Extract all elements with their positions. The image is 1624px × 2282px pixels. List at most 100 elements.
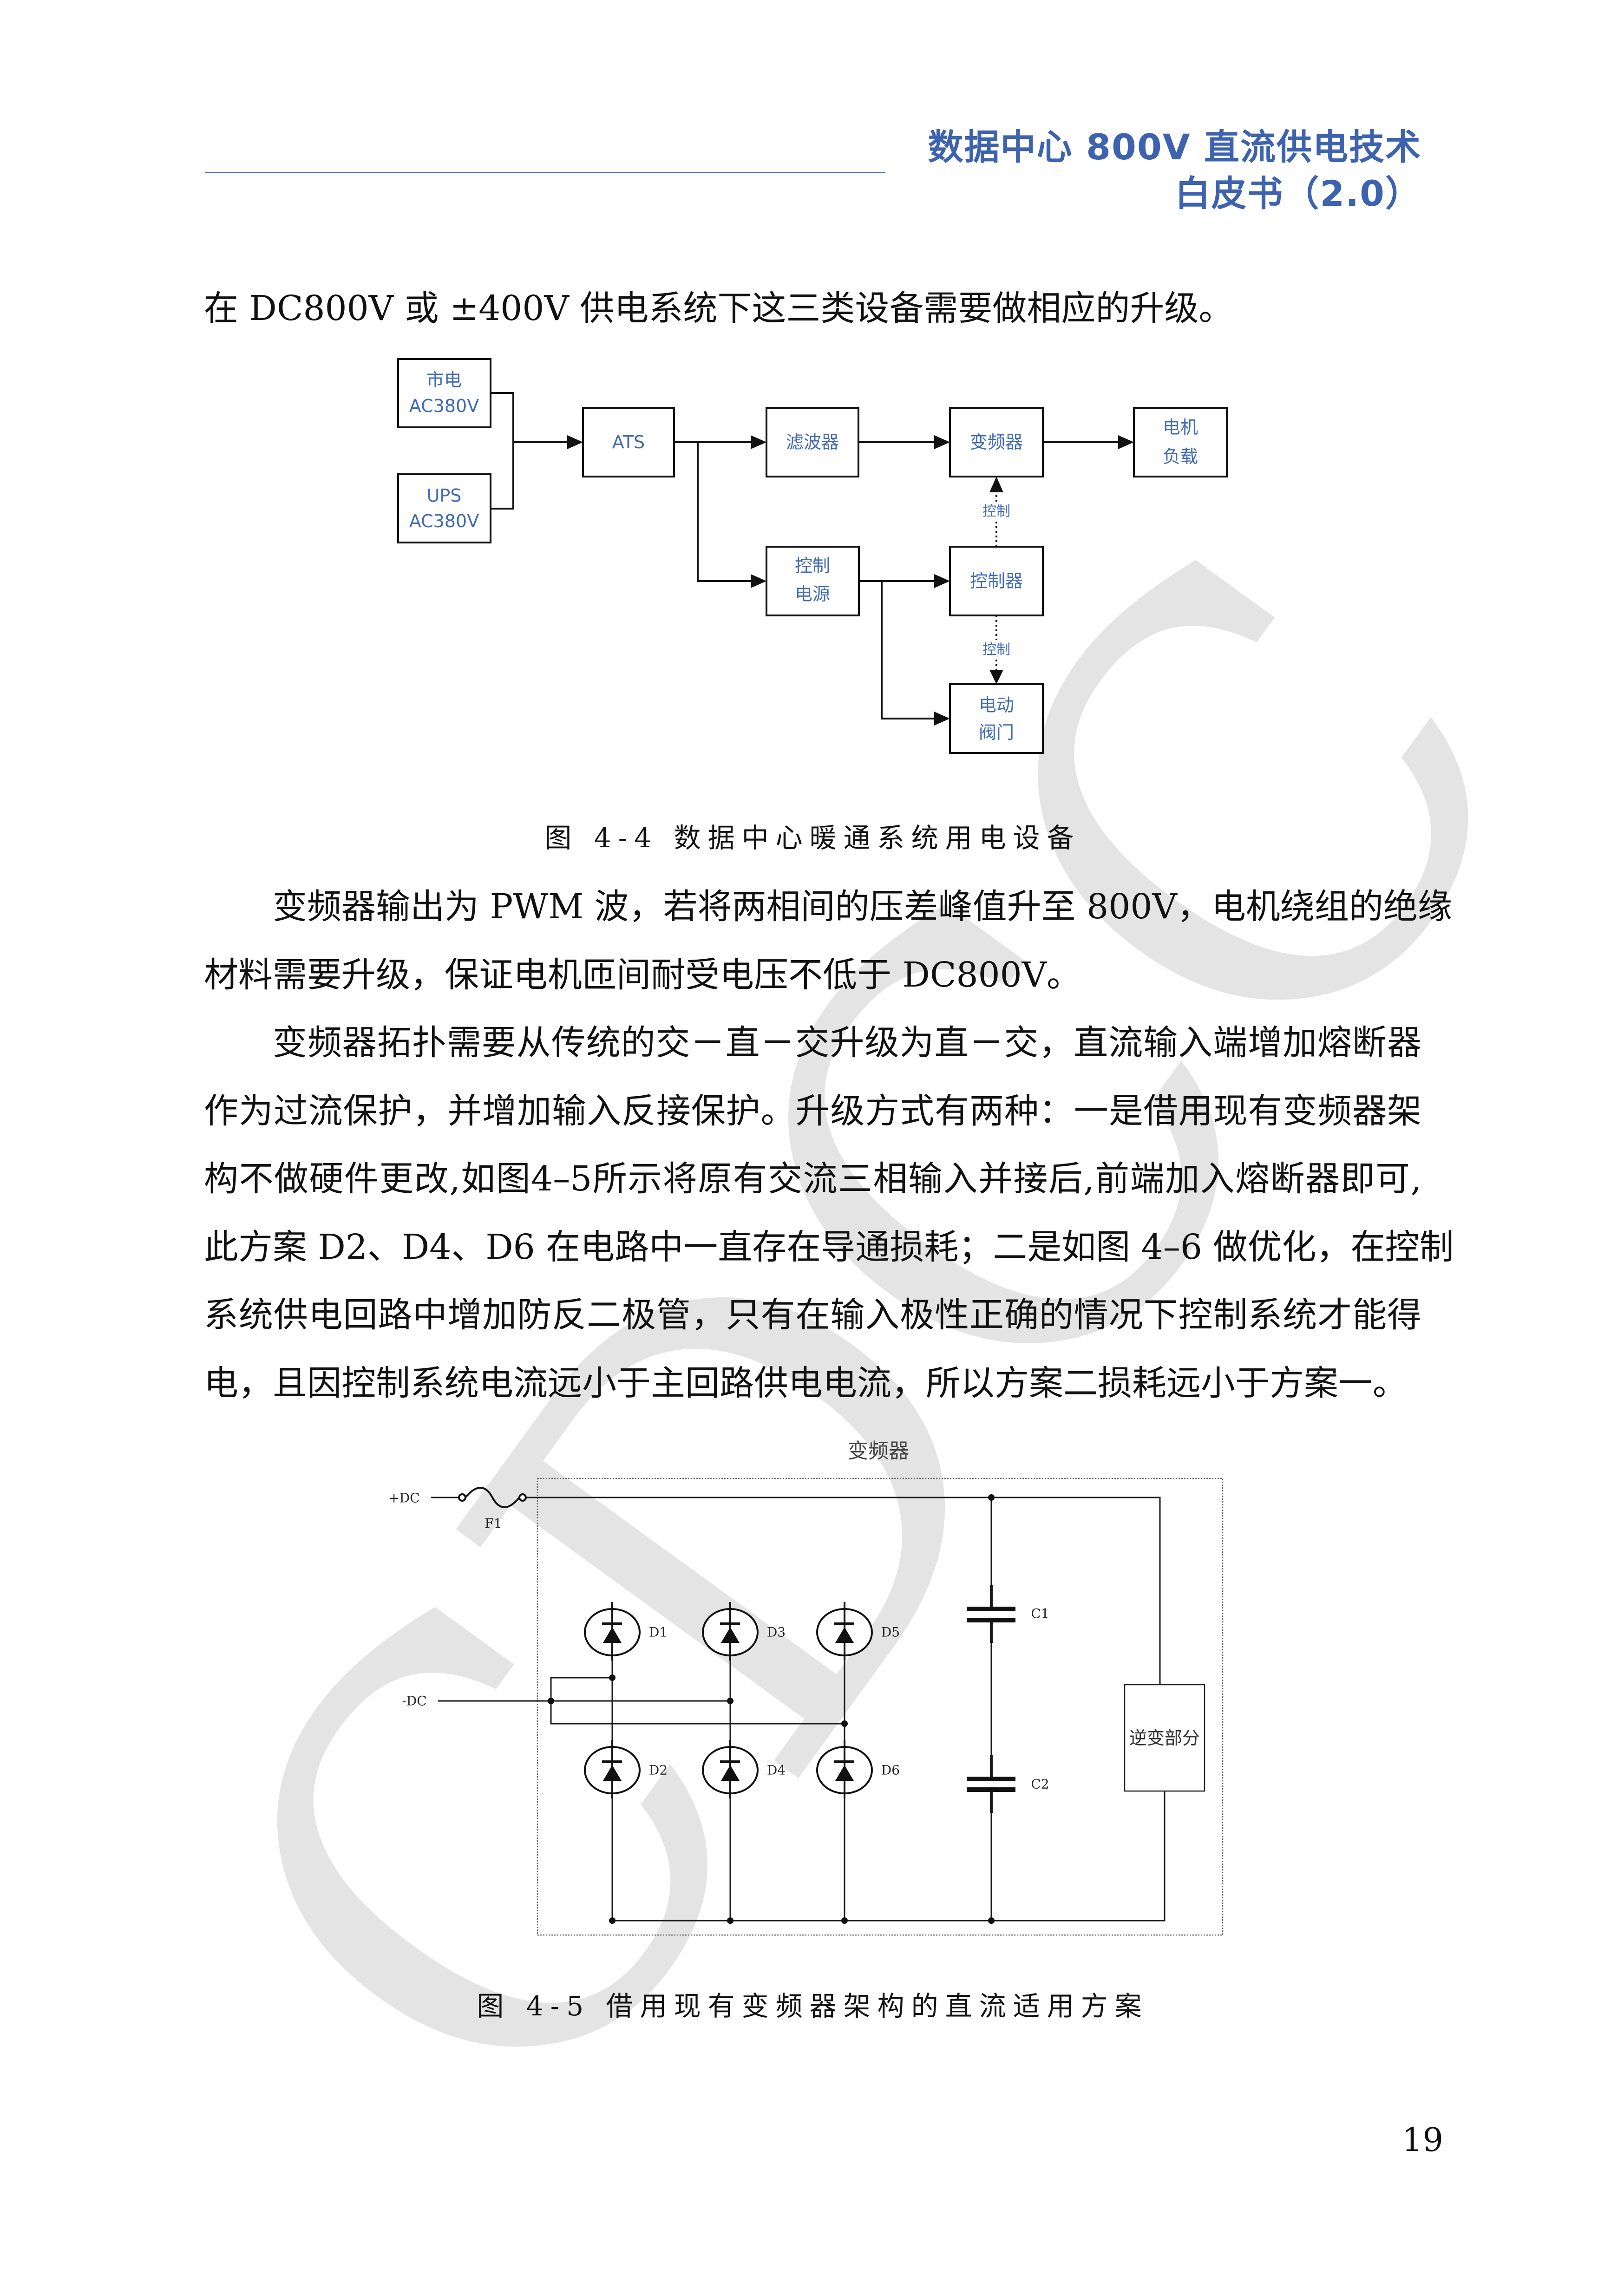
box-control-power — [766, 546, 860, 616]
junction-dot-bottom-3 — [841, 1917, 848, 1924]
box-filter-label: 滤波器 — [786, 432, 839, 452]
box-mains — [397, 358, 491, 428]
wire-control-power-to-valve — [881, 581, 935, 719]
box-mains-label-1: 市电 — [426, 370, 462, 390]
cap-c1-plate-top — [967, 1607, 1015, 1611]
cap-c1-label: C1 — [1031, 1606, 1049, 1622]
paragraph-1: 变频器输出为 PWM 波，若将两相间的压差峰值升至 800V，电机绕组的绝缘 材… — [204, 873, 1452, 1009]
junction-dot-d5 — [841, 1720, 848, 1727]
junction-dot-bottom-cap — [988, 1917, 995, 1924]
arrow-to-valve — [934, 712, 950, 726]
paragraph-2-line-4: 此方案 D2、D4、D6 在电路中一直存在导通损耗；二是如图 4–6 做优化，在… — [204, 1227, 1454, 1267]
diode-d6-cathode-bar — [834, 1760, 854, 1763]
diode-d3-arrow-icon — [721, 1627, 740, 1643]
junction-dot-d1 — [609, 1674, 616, 1681]
fuse-terminal-left — [458, 1493, 466, 1502]
plus-dc-bus — [526, 1497, 1161, 1685]
box-motor-label-2: 负载 — [1163, 446, 1198, 467]
box-vfd — [949, 407, 1044, 477]
arrow-to-filter — [751, 435, 766, 449]
junction-dot-minus-dc-d3 — [727, 1698, 733, 1704]
box-ups-label-1: UPS — [427, 485, 462, 506]
header-title-line-1: 数据中心 800V 直流供电技术 — [928, 126, 1421, 168]
diode-d5-label: D5 — [881, 1625, 900, 1640]
inverter-label: 逆变部分 — [1129, 1728, 1200, 1748]
diode-d6-arrow-icon — [835, 1765, 854, 1781]
diode-d6-label: D6 — [881, 1763, 900, 1778]
vfd-boundary-box — [537, 1478, 1224, 1936]
diode-d2 — [584, 1740, 641, 1798]
wire-sources-merge — [491, 392, 514, 510]
diode-d6 — [816, 1740, 873, 1798]
intro-line: 在 DC800V 或 ±400V 供电系统下这三类设备需要做相应的升级。 — [204, 288, 1233, 328]
figure-4-5-circuit: 变频器 +DC F1 -DC — [388, 1439, 1224, 1936]
diode-d4-arrow-icon — [721, 1765, 740, 1781]
arrow-to-controller — [934, 574, 950, 588]
arrow-to-motor — [1118, 435, 1134, 449]
diode-d4-cathode-bar — [720, 1760, 740, 1763]
diode-d5 — [816, 1602, 873, 1661]
cap-c2-plate-bottom — [967, 1787, 1015, 1792]
diode-d3-label: D3 — [767, 1625, 786, 1640]
diode-d2-arrow-icon — [603, 1765, 622, 1781]
control-label-valve: 控制 — [982, 642, 1010, 658]
diode-d5-cathode-bar — [834, 1622, 854, 1625]
paragraph-2-line-1: 变频器拓扑需要从传统的交－直－交升级为直－交，直流输入端增加熔断器 — [273, 1023, 1421, 1063]
diode-d5-arrow-icon — [835, 1627, 854, 1643]
diode-d2-label: D2 — [649, 1763, 668, 1778]
arrow-control-to-valve — [989, 670, 1003, 684]
junction-dot-minus-dc-left — [548, 1698, 554, 1704]
junction-dot-cap-top — [988, 1494, 995, 1501]
minus-dc-label: -DC — [402, 1694, 426, 1709]
arrow-to-control-power — [751, 574, 766, 588]
box-motor-label-1: 电机 — [1163, 417, 1198, 438]
arrow-to-ats — [567, 435, 583, 449]
fuse-label: F1 — [485, 1516, 502, 1531]
box-ats — [582, 407, 675, 477]
box-controller — [949, 546, 1044, 616]
box-motor — [1133, 407, 1228, 477]
box-mains-label-2: AC380V — [409, 396, 479, 416]
diode-d3 — [702, 1602, 759, 1661]
figure-4-4-caption: 图 4-4 数据中心暖通系统用电设备 — [544, 822, 1081, 854]
arrow-to-vfd — [934, 435, 950, 449]
diode-d1-arrow-icon — [603, 1627, 622, 1643]
paragraph-1-line-1: 变频器输出为 PWM 波，若将两相间的压差峰值升至 800V，电机绕组的绝缘 — [273, 887, 1452, 927]
fuse-terminal-right — [518, 1493, 527, 1502]
cap-c2-plate-top — [967, 1777, 1015, 1781]
box-controller-label: 控制器 — [970, 571, 1023, 591]
cap-c1-plate-bottom — [967, 1618, 1015, 1622]
paragraph-2-line-2: 作为过流保护，并增加输入反接保护。升级方式有两种：一是借用现有变频器架 — [204, 1091, 1421, 1131]
box-ats-label: ATS — [612, 432, 645, 452]
box-ups-label-2: AC380V — [409, 511, 479, 531]
fuse-icon — [465, 1487, 520, 1508]
negative-bus — [612, 1791, 1166, 1922]
wire-ats-to-control-power — [697, 442, 751, 582]
intro-paragraph: 在 DC800V 或 ±400V 供电系统下这三类设备需要做相应的升级。 — [204, 275, 1421, 343]
diode-d1-cathode-bar — [602, 1622, 622, 1625]
paragraph-2-line-6: 电，且因控制系统电流远小于主回路供电电流，所以方案二损耗远小于方案一。 — [204, 1363, 1407, 1403]
body-paragraphs: 变频器输出为 PWM 波，若将两相间的压差峰值升至 800V，电机绕组的绝缘 材… — [204, 873, 1454, 1417]
box-valve-label-1: 电动 — [979, 695, 1014, 715]
diode-d1 — [584, 1602, 641, 1661]
box-control-power-label-1: 控制 — [795, 556, 830, 576]
junction-dot-bottom-1 — [609, 1917, 616, 1924]
box-filter — [766, 407, 859, 477]
header-rule — [205, 172, 885, 173]
box-ups — [397, 473, 491, 543]
paragraph-2: 变频器拓扑需要从传统的交－直－交升级为直－交，直流输入端增加熔断器 作为过流保护… — [204, 1009, 1454, 1417]
figure-4-5-caption: 图 4-5 借用现有变频器架构的直流适用方案 — [477, 1990, 1149, 2022]
box-valve — [949, 683, 1044, 754]
box-vfd-label: 变频器 — [970, 432, 1023, 452]
paragraph-1-line-2: 材料需要升级，保证电机匝间耐受电压不低于 DC800V。 — [204, 955, 1081, 995]
circuit-title: 变频器 — [848, 1439, 909, 1463]
junction-dot-bottom-2 — [727, 1917, 733, 1924]
diode-d4 — [702, 1740, 759, 1798]
arrow-control-to-vfd — [989, 477, 1003, 492]
paragraph-2-line-5: 系统供电回路中增加防反二极管，只有在输入极性正确的情况下控制系统才能得 — [204, 1295, 1421, 1335]
control-label-vfd: 控制 — [982, 503, 1010, 520]
diode-d3-cathode-bar — [720, 1622, 740, 1625]
